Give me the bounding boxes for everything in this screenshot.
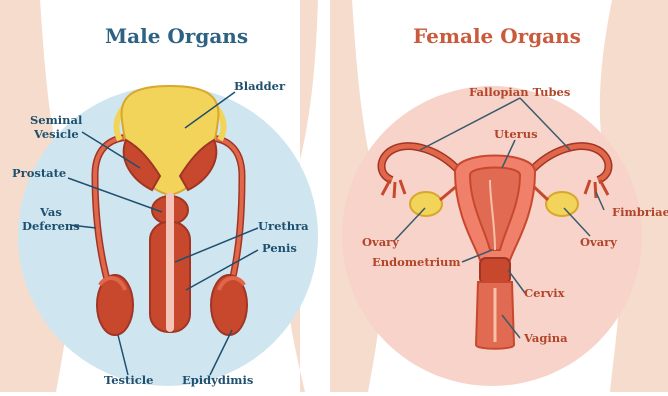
label-ovary-right: Ovary (580, 236, 617, 249)
label-vas-deferens-line2: Deferens (22, 220, 80, 233)
label-prostate: Prostate (12, 167, 66, 180)
female-title: Female Organs (413, 24, 581, 48)
label-epididymis: Epidydimis (182, 374, 253, 387)
label-testicle: Testicle (104, 374, 153, 387)
urethra (166, 192, 174, 332)
label-vas-deferens-line1: Vas (40, 206, 62, 219)
label-penis: Penis (262, 242, 297, 255)
label-bladder: Bladder (234, 80, 285, 93)
label-uterus: Uterus (494, 128, 538, 141)
label-vagina: Vagina (524, 332, 568, 345)
label-fallopian-tubes: Fallopian Tubes (469, 86, 570, 99)
label-seminal-vesicle-line1: Seminal (30, 114, 82, 127)
ovary-right (546, 192, 578, 216)
ovary-left (410, 192, 442, 216)
cervix (480, 258, 510, 284)
label-fimbriae: Fimbriae (612, 206, 668, 219)
label-cervix: Cervix (524, 287, 564, 300)
male-title: Male Organs (105, 24, 248, 48)
label-seminal-vesicle-line2: Vesicle (34, 128, 79, 141)
label-endometrium: Endometrium (372, 256, 461, 269)
label-ovary-left: Ovary (362, 236, 399, 249)
label-urethra: Urethra (258, 220, 309, 233)
